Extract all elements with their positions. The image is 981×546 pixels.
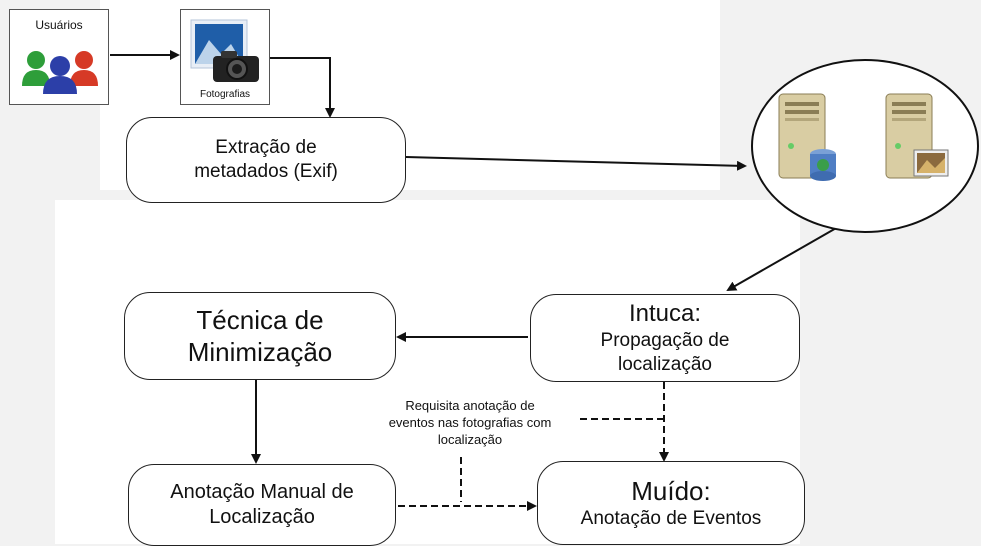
- requisita-line3: localização: [437, 431, 503, 447]
- muido-title: Muído:: [631, 475, 711, 506]
- photo-camera-icon: [190, 19, 259, 82]
- requisita-line1: Requisita anotação de: [405, 398, 535, 413]
- tecnica-line2: Minimização: [187, 337, 333, 367]
- intuca-line2: localização: [618, 354, 712, 375]
- anotacao-manual-box: Anotação Manual de Localização: [128, 464, 396, 546]
- anotacao-line1: Anotação Manual de: [170, 481, 354, 503]
- intuca-line1: Propagação de: [600, 330, 730, 352]
- users-icon: [22, 51, 98, 94]
- muido-line1: Anotação de Eventos: [580, 508, 762, 530]
- arrow-servers-intuca: [726, 226, 839, 291]
- extracao-line1: Extração de: [215, 137, 317, 159]
- fotografias-label: Fotografias: [199, 89, 251, 100]
- usuarios-node: Usuários: [9, 9, 109, 105]
- intuca-title: Intuca:: [628, 300, 702, 328]
- requisita-line2: eventos nas fotografias com: [388, 414, 552, 430]
- usuarios-label: Usuários: [35, 18, 83, 32]
- fotografias-node: Fotografias: [180, 9, 270, 105]
- requisita-annotation-note: Requisita anotação de eventos nas fotogr…: [360, 398, 580, 449]
- image-server-icon: [885, 93, 949, 179]
- database-server-icon: [778, 93, 836, 181]
- extracao-line2: metadados (Exif): [194, 161, 338, 182]
- anotacao-line2: Localização: [209, 506, 315, 528]
- intuca-box: Intuca: Propagação de localização: [530, 294, 800, 382]
- arrow-extracao-servers: [405, 156, 747, 171]
- tecnica-line1: Técnica de: [196, 304, 324, 335]
- extracao-metadados-box: Extração de metadados (Exif): [126, 117, 406, 203]
- tecnica-minimizacao-box: Técnica de Minimização: [124, 292, 396, 380]
- muido-box: Muído: Anotação de Eventos: [537, 461, 805, 545]
- arrow-fotografias-extracao: [270, 57, 335, 118]
